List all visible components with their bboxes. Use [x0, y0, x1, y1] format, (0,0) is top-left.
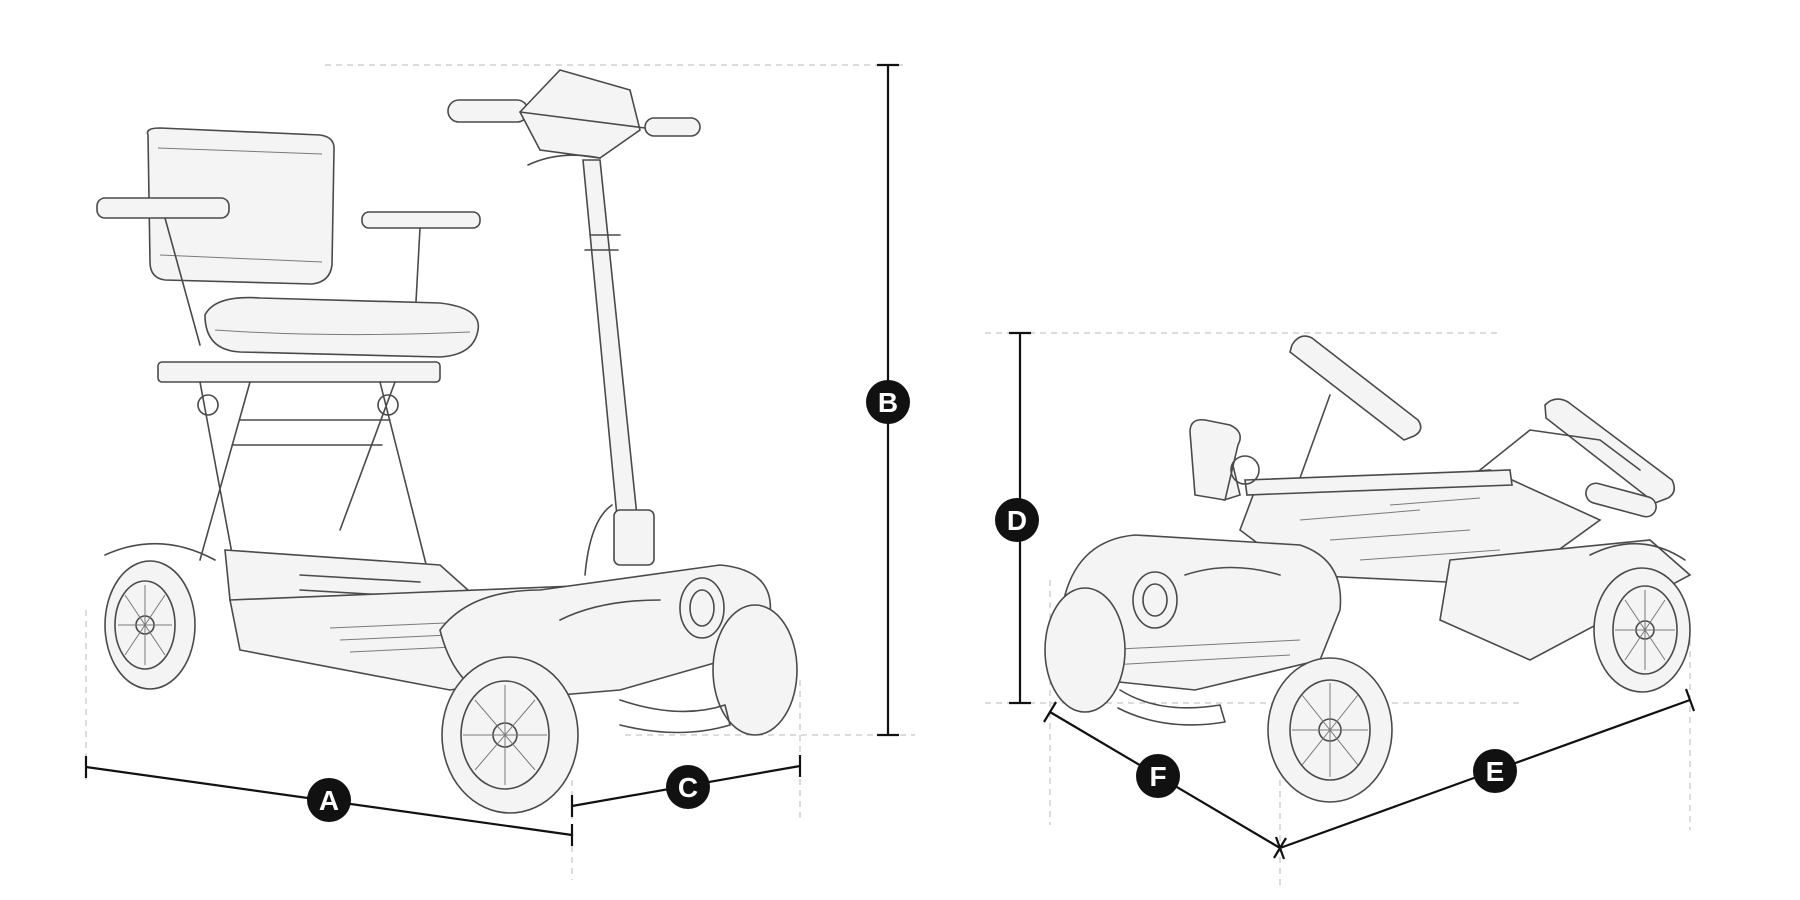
folded-scooter-sketch [1044, 335, 1692, 803]
badge-label-b: B [878, 387, 898, 418]
badge-a: A [307, 778, 351, 822]
badge-label-f: F [1149, 761, 1166, 792]
badge-e: E [1473, 749, 1517, 793]
badge-label-e: E [1486, 756, 1505, 787]
badge-label-d: D [1007, 505, 1027, 536]
badge-f: F [1136, 754, 1180, 798]
badge-c: C [666, 765, 710, 809]
badge-label-c: C [678, 772, 698, 803]
badge-d: D [995, 498, 1039, 542]
unfolded-scooter-sketch [96, 69, 798, 814]
badge-b: B [866, 380, 910, 424]
badge-label-a: A [319, 785, 339, 816]
